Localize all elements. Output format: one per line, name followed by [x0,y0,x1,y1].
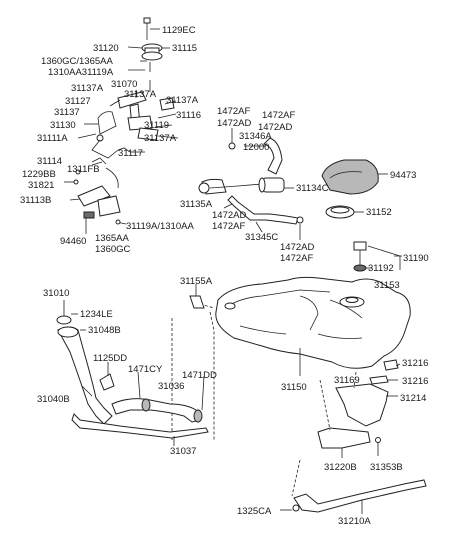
sender-ring-assembly [325,205,402,290]
label-31155A: 31155A [180,276,213,287]
label-1360GC-1365AA: 1360GC/1365AA [41,56,113,67]
label-31137A-a: 31137A [71,83,104,94]
label-31153: 31153 [374,280,400,291]
label-31169: 31169 [334,375,360,386]
label-31210A: 31210A [338,516,371,527]
label-31137A-c: 31137A [166,95,199,106]
fuel-pump-assembly [64,17,179,234]
label-31346A: 31346A [239,131,272,142]
label-94473: 94473 [390,170,416,181]
label-31040B: 31040B [37,394,70,405]
label-31214: 31214 [400,393,426,404]
label-31010: 31010 [43,288,69,299]
label-31134C: 31134C [296,183,329,194]
evap-canister-assembly [198,128,388,240]
label-1325CA: 1325CA [237,506,272,517]
label-1129EC: 1129EC [162,25,196,36]
label-31821: 31821 [28,180,54,191]
label-31137A-d: 31137A [144,133,177,144]
fuel-tank [199,276,411,376]
label-1472AD-c: 1472AD [212,210,246,221]
label-31119: 31119 [144,120,169,131]
label-31120: 31120 [93,43,119,54]
label-1472AF-b: 1472AF [262,110,295,121]
label-31048B: 31048B [88,325,121,336]
label-31117: 31117 [118,148,143,159]
label-31114: 31114 [37,156,62,167]
label-1472AD-a: 1472AD [217,118,251,129]
label-31130: 31130 [50,120,76,131]
label-31137: 31137 [54,107,80,118]
label-1472AF-d: 1472AF [280,253,313,264]
label-94460: 94460 [60,236,86,247]
label-1471DD: 1471DD [182,370,217,381]
label-31135A: 31135A [180,199,213,210]
label-31113B: 31113B [20,195,51,206]
label-31036: 31036 [158,381,184,392]
label-31216-b: 31216 [402,376,428,387]
label-12000: 12000 [243,142,269,153]
label-31037: 31037 [170,446,196,457]
label-1234LE: 1234LE [80,309,113,320]
label-31220B: 31220B [324,462,357,473]
label-31111A: 31111A [37,133,68,144]
label-31345C: 31345C [245,232,278,243]
label-1472AF-a: 1472AF [217,106,250,117]
label-1229BB: 1229BB [22,169,56,180]
label-1471CY: 1471CY [128,364,163,375]
label-31353B: 31353B [370,462,403,473]
label-1365AA: 1365AA [95,233,129,244]
label-31216-a: 31216 [402,358,428,369]
part-number-labels: 1129EC 31120 31115 1360GC/1365AA 1310AA3… [20,25,429,527]
tank-pad [171,284,215,440]
label-31190: 31190 [403,253,429,264]
label-31127: 31127 [65,96,91,107]
label-31152: 31152 [366,207,392,218]
label-1472AD-d: 1472AD [280,242,314,253]
label-31119A-1310AA: 31119A/1310AA [126,221,194,232]
label-1472AD-b: 1472AD [258,122,292,133]
label-1310AA-31119A: 1310AA31119A [48,67,114,78]
tank-straps-brackets [280,359,427,514]
label-1311FB: 1311FB [67,164,100,175]
label-31116: 31116 [176,110,201,121]
label-1472AF-c: 1472AF [212,221,245,232]
label-31137A-b: 31137A [124,89,157,100]
label-31115: 31115 [172,43,197,54]
label-31192: 31192 [368,263,394,274]
label-1125DD: 1125DD [93,353,127,364]
label-1360GC: 1360GC [95,244,131,255]
label-31070: 31070 [111,79,137,90]
label-31150: 31150 [281,382,307,393]
filler-neck-assembly [56,300,209,446]
